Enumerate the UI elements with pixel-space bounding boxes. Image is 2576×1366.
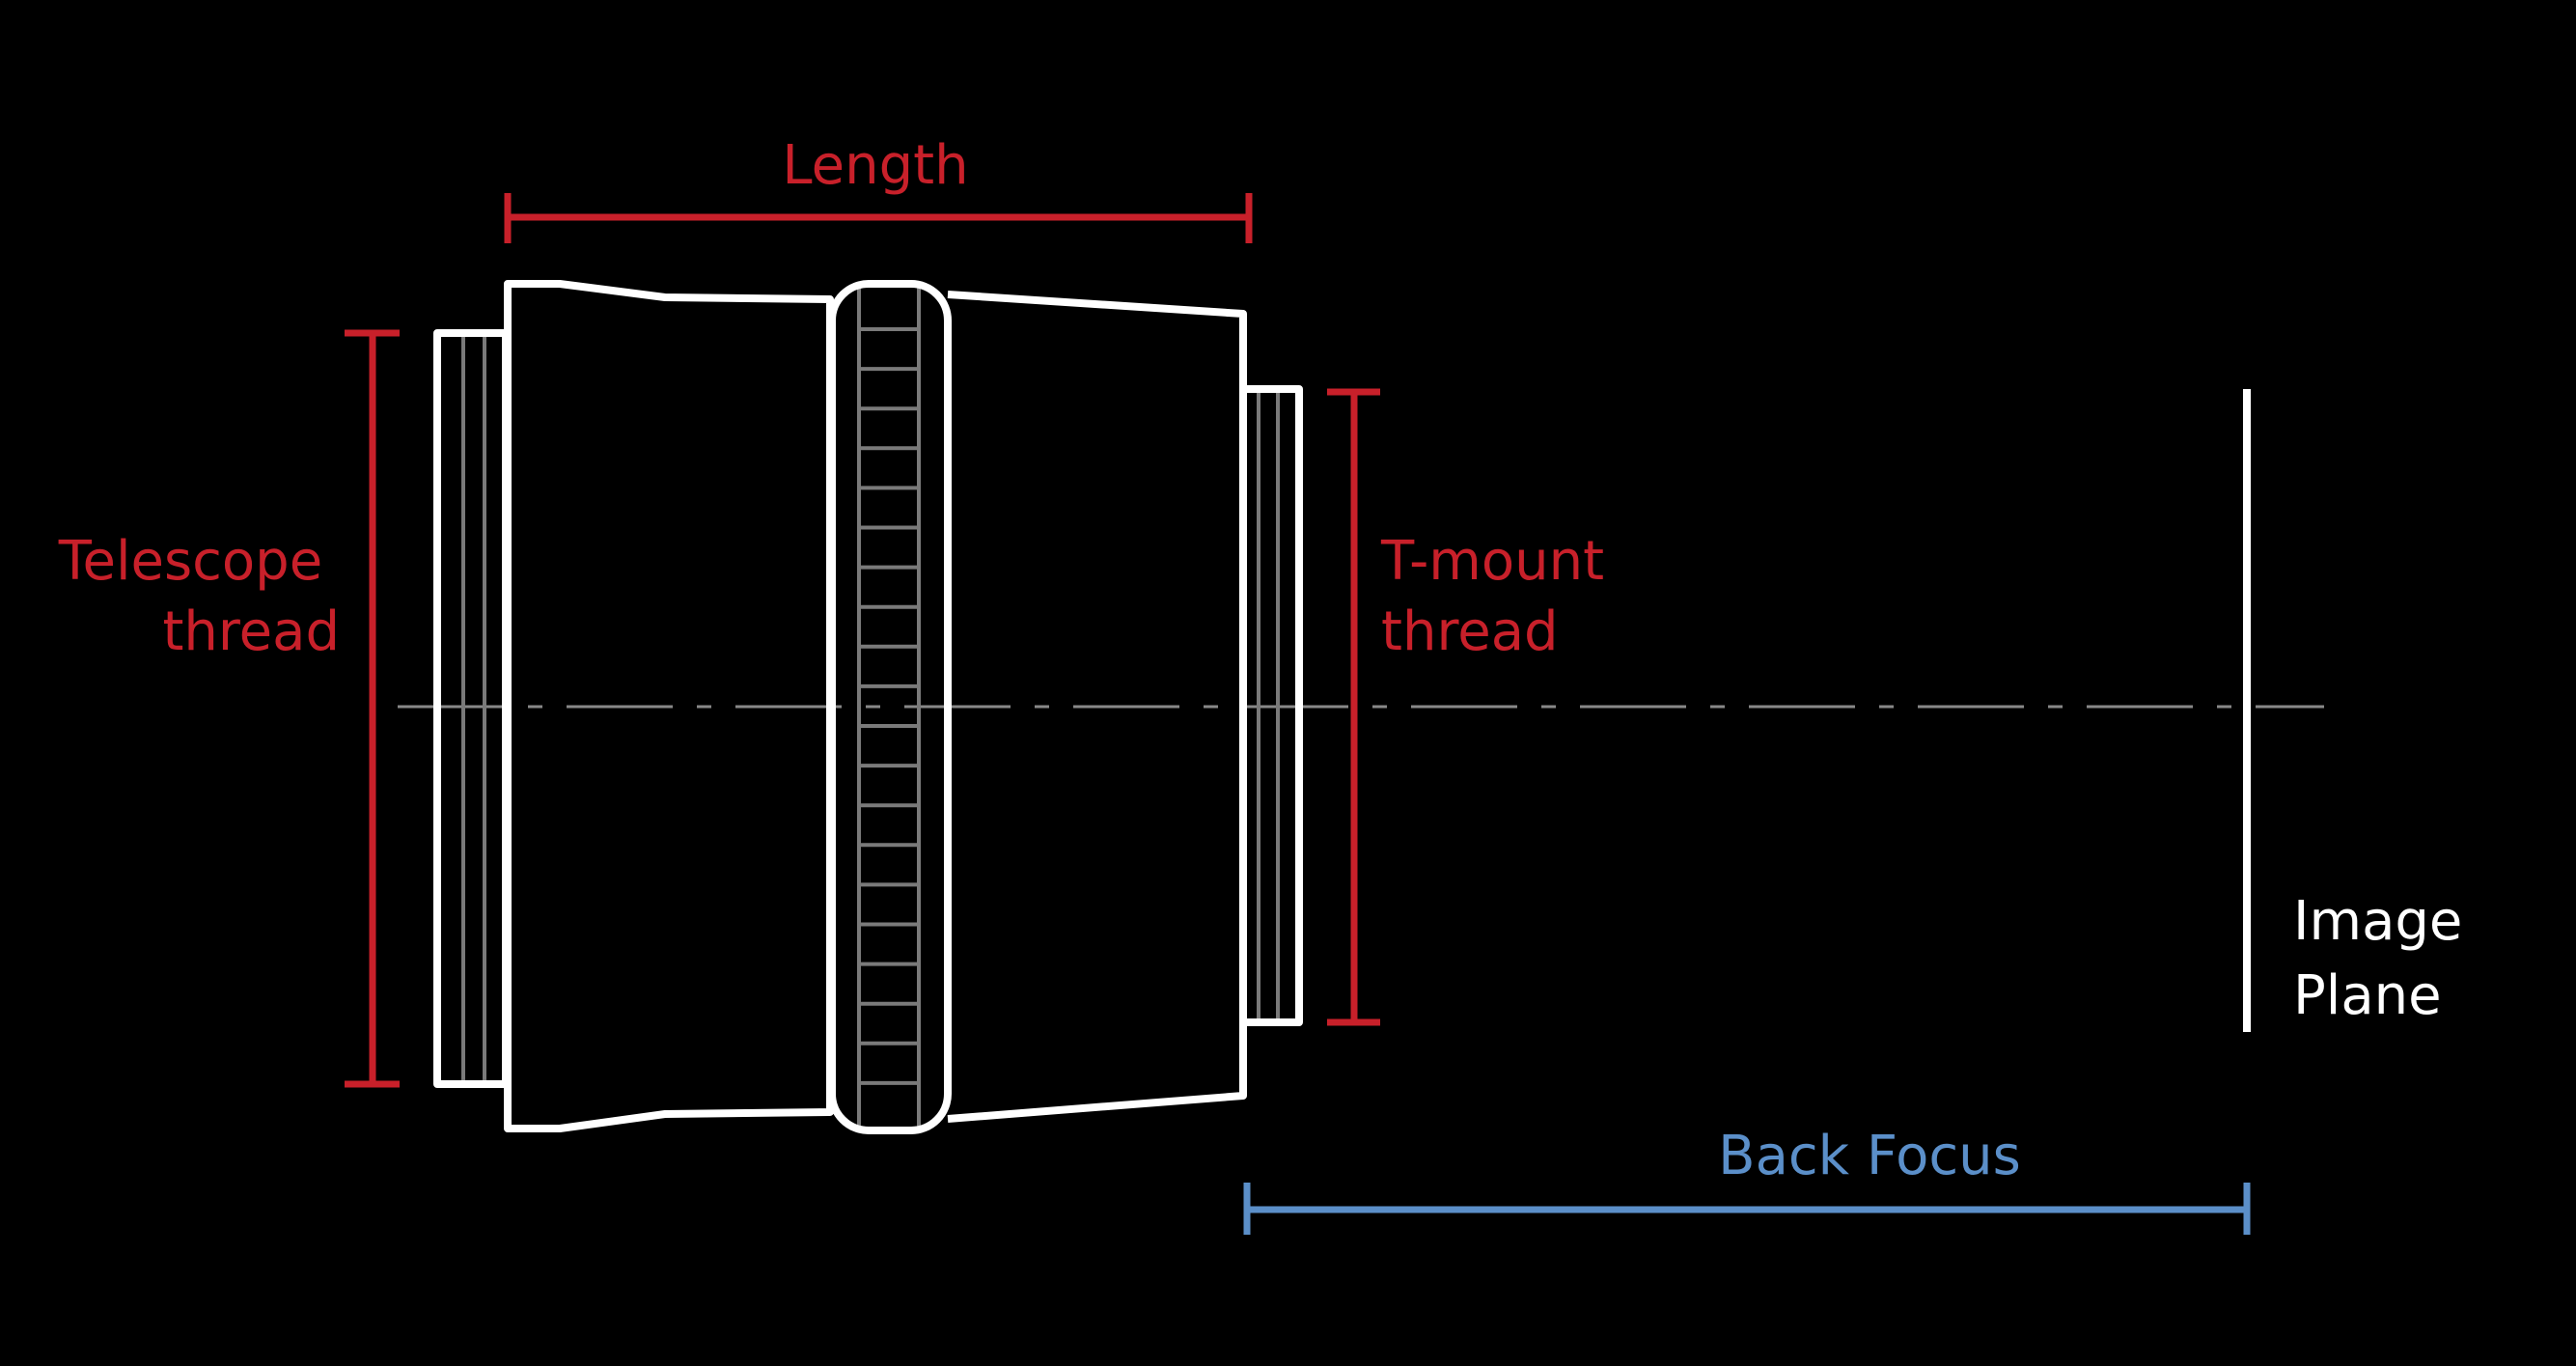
tmount-thread-section	[1239, 385, 1303, 1026]
focus-ring	[828, 280, 952, 1134]
rear-body	[504, 280, 834, 1132]
telescope-thread-dimension	[345, 329, 400, 1088]
image-plane-label: Image Plane	[2293, 890, 2479, 1027]
tmount-thread-dimension	[1327, 388, 1380, 1026]
telescope-thread-label: Telescope thread	[58, 530, 340, 663]
telescope-thread-section	[433, 329, 510, 1088]
tmount-thread-label: T-mount thread	[1380, 530, 1621, 663]
back-focus-dimension	[1243, 1183, 2251, 1235]
length-dimension	[504, 193, 1253, 243]
length-label: Length	[782, 134, 968, 197]
back-focus-label: Back Focus	[1718, 1125, 2021, 1187]
